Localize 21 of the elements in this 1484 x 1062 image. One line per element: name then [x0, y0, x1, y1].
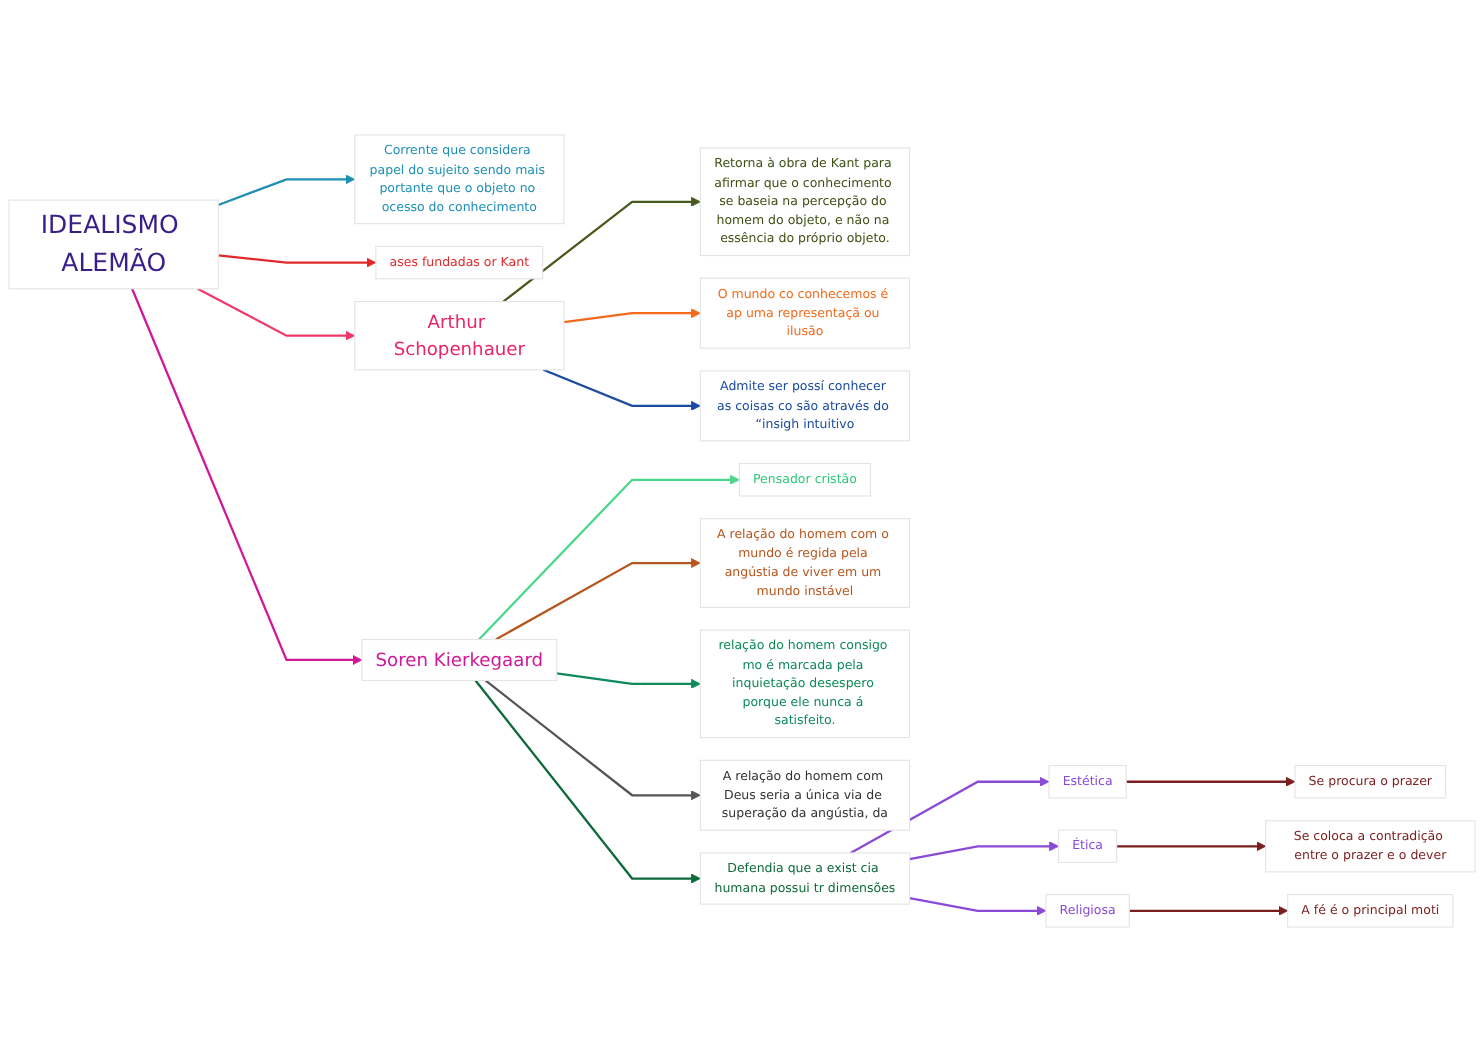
node-box: Soren Kierkegaard — [361, 638, 558, 681]
arrow — [850, 776, 1050, 854]
arrow — [502, 196, 701, 303]
arrow — [131, 288, 363, 665]
node-box: IDEALISMO ALEMÃO — [8, 199, 219, 290]
arrow — [474, 679, 701, 884]
arrow — [478, 474, 740, 641]
arrow — [542, 368, 701, 411]
arrow — [556, 672, 701, 689]
arrow — [197, 287, 356, 341]
arrow — [217, 174, 356, 207]
arrow — [563, 308, 701, 324]
arrow — [1129, 905, 1289, 916]
arrow — [218, 254, 377, 268]
arrow — [909, 896, 1047, 916]
arrow — [495, 558, 701, 641]
arrow — [1116, 841, 1267, 852]
arrow — [909, 841, 1059, 861]
node-box: Arthur Schopenhauer — [354, 301, 565, 371]
arrow — [484, 679, 701, 801]
arrow — [1126, 776, 1296, 787]
